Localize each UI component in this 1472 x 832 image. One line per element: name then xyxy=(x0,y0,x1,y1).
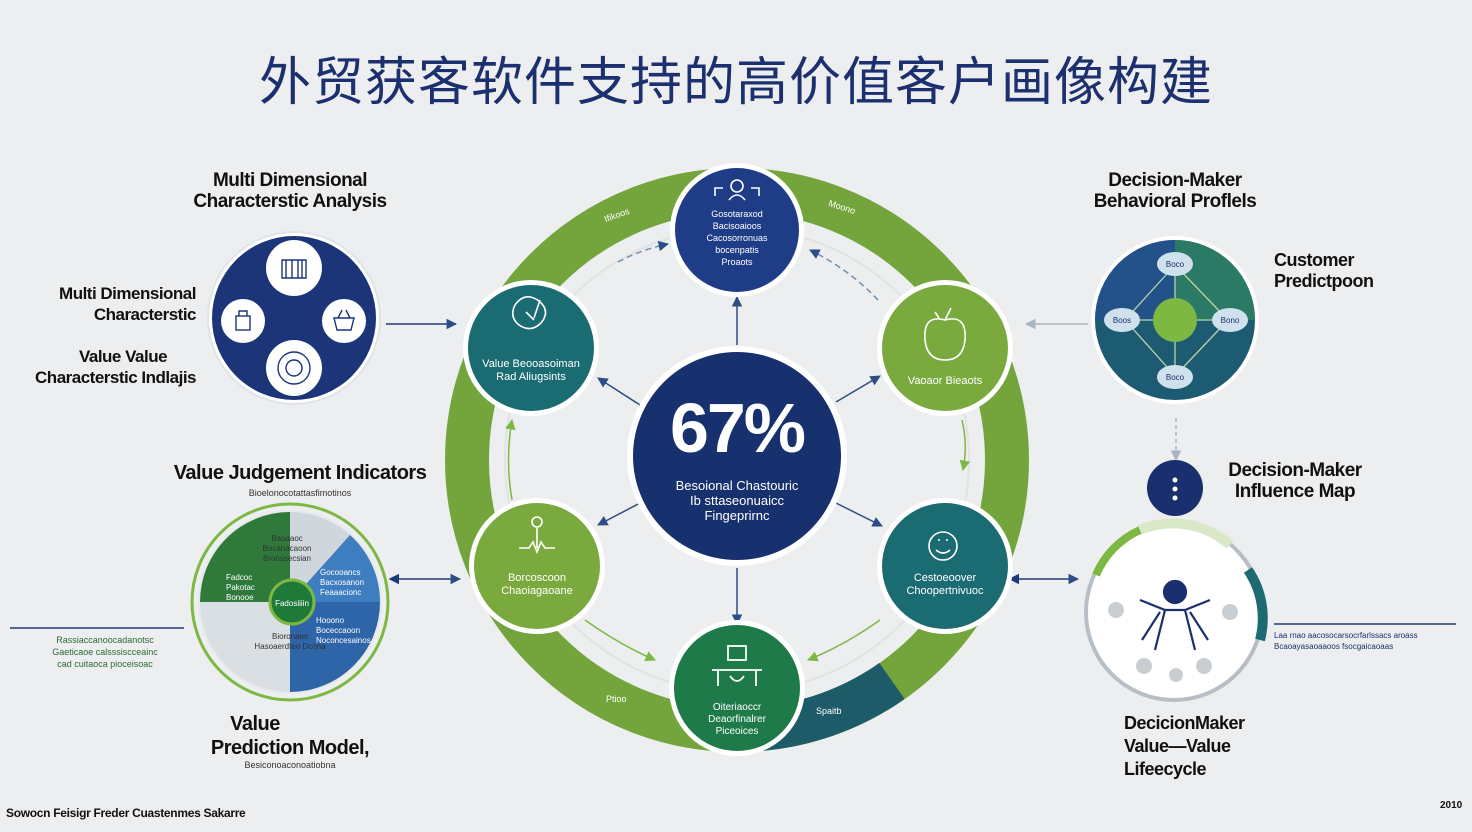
vpm-title: Value Prediction Model, xyxy=(210,713,370,759)
pie-label-3: Gocooancs Bacxosanon Feaaacionc xyxy=(320,568,365,597)
vji-title: Value Judgement Indicators xyxy=(173,462,427,484)
net-node-right: Bono xyxy=(1220,316,1240,325)
node-upper-left-text: Value Beooasoiman Rad Aliugsints xyxy=(482,358,580,383)
pie-label-4: Bioronaes Hasoaerdteo Dcona xyxy=(254,632,326,651)
face-icon xyxy=(928,531,958,561)
source-note: Sowocn Feisigr Freder Cuastenmes Sakarre xyxy=(6,806,246,820)
ring-label-bottom-right: Spaitb xyxy=(816,706,842,716)
presenter-icon xyxy=(712,645,762,686)
dmim-label: Decision-Maker Influence Map xyxy=(1228,460,1362,502)
node-lower-left-text: Borcoscoon Chaoiagaoane xyxy=(501,572,573,597)
value-pie xyxy=(190,502,390,702)
person-icon xyxy=(1139,579,1211,651)
chart-dial-icon xyxy=(277,351,311,385)
net-node-bottom: Boco xyxy=(1165,373,1185,382)
net-node-left: Boos xyxy=(1112,316,1132,325)
node-bottom-text: Oiteriaoccr Deaorfinalrer Piceoices xyxy=(708,702,766,737)
cp-label: Customer Predictpoon xyxy=(1274,250,1374,291)
apple-icon xyxy=(924,307,966,361)
pie-label-1: Baoaaoc Bocanacaoon Broossecsian xyxy=(262,534,312,563)
center-caption: Besoional Chastouric Ib sttaseonuaicc Fi… xyxy=(675,478,799,523)
node-top-text: Gosotaraxod Bacisoaioos Cacosorronuas bo… xyxy=(706,209,768,267)
year-label: 2010 xyxy=(1440,800,1463,811)
brain-icon xyxy=(511,296,547,330)
page-title: 外贸获客软件支持的高价值客户画像构建 xyxy=(258,53,1213,113)
node-upper-right-text: Vaoaor Bieaots xyxy=(907,375,983,387)
mdc-label: Multi Dimensional Characterstic xyxy=(59,284,196,324)
vji-subtitle: Bioelonocotattasfimotinos xyxy=(248,488,352,498)
bag-icon xyxy=(235,310,251,331)
pie-center-label: Fadosiiiin xyxy=(275,599,309,608)
vvc-label: Value Value Characterstic Indlajis xyxy=(35,347,196,387)
bottom-left-notes: Rassiaccanoocadanotsc Gaeticaoe calsssis… xyxy=(52,635,158,669)
balance-icon xyxy=(519,516,555,555)
dmbp-title: Decision-Maker Behavioral Proflels xyxy=(1093,170,1257,212)
right-notes: Laa rnao aacosocarsocrfarlssacs aroass B… xyxy=(1274,631,1418,651)
people-icon xyxy=(714,179,760,201)
dollar-icon xyxy=(281,259,307,279)
vpm-subtitle: Besiconoaconoatiobna xyxy=(244,760,336,770)
pie-label-5: Hooono Boceccaoon Noconcesainos xyxy=(316,616,371,645)
net-node-top: Boco xyxy=(1165,260,1185,269)
ring-label-bottom-left: Ptioo xyxy=(606,694,627,704)
node-lower-right-text: Cestoeoover Choopertnivuoc xyxy=(906,572,984,597)
mdca-title: Multi Dimensional Characterstic Analysis xyxy=(193,170,387,212)
pie-label-2: Fadcoc Pakotac Bonooe xyxy=(226,573,255,602)
center-percent: 67% xyxy=(669,389,806,467)
dmvl-title: DecicionMaker Value—Value Lifeecycle xyxy=(1124,713,1245,779)
basket-icon xyxy=(333,309,355,331)
